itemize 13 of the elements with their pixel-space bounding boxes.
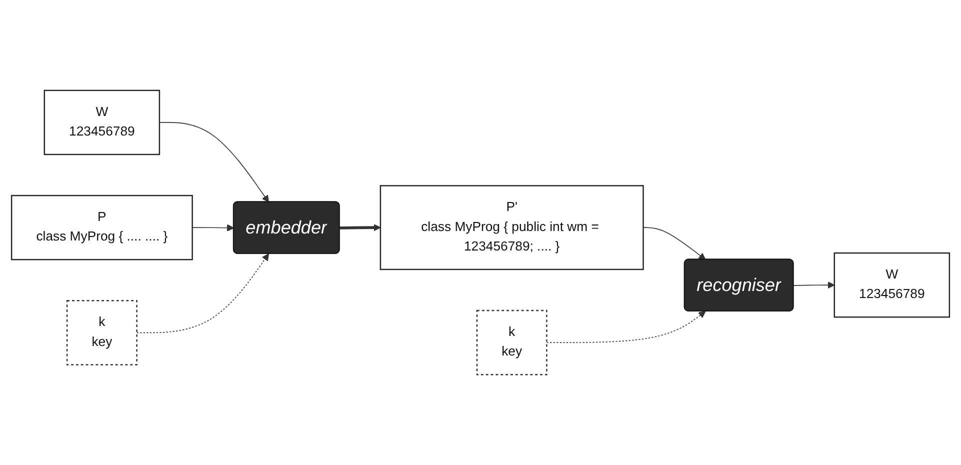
arrow	[192, 224, 234, 232]
arrow	[136, 254, 270, 334]
node-box: k key	[476, 310, 548, 376]
node-box: W 123456789	[44, 90, 160, 156]
arrow	[642, 227, 706, 260]
arrow	[546, 311, 706, 343]
arrow	[159, 122, 270, 202]
node-box: P class MyProg { .... .... }	[10, 194, 193, 260]
node-box: P' class MyProg { public int wm = 123456789; .... }	[380, 185, 644, 270]
arrow	[340, 224, 381, 232]
node-box: W 123456789	[834, 252, 950, 318]
arrow	[793, 281, 835, 289]
node-box: k key	[66, 300, 138, 366]
